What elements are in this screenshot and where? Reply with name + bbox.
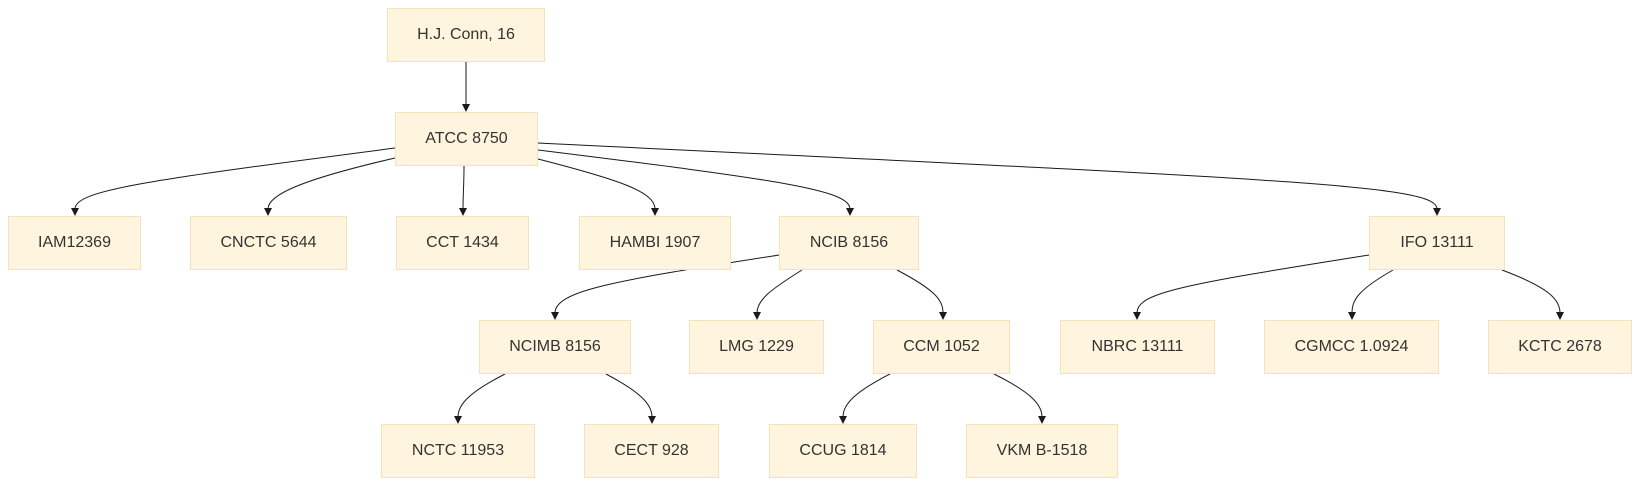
edge-ncib-ccm — [896, 269, 944, 314]
edge-atcc-cct — [462, 165, 465, 210]
edge-atcc-hambi — [537, 158, 656, 210]
edge-atcc-iam — [74, 147, 396, 210]
arrow-atcc-ifo — [1433, 208, 1441, 216]
edge-ccm-vkm — [993, 373, 1043, 418]
node-lmg-1229: LMG 1229 — [689, 320, 824, 374]
node-ncib-8156: NCIB 8156 — [779, 216, 919, 270]
arrow-ncib-lmg — [753, 312, 761, 320]
arrow-ccm-ccug — [839, 416, 847, 424]
edge-ncimb-cect — [605, 373, 653, 418]
node-cect-928: CECT 928 — [584, 424, 719, 478]
arrow-root-atcc — [462, 104, 470, 112]
edge-ccm-ccug — [842, 373, 891, 418]
edge-ifo-kctc — [1501, 269, 1561, 314]
arrow-ifo-nbrc — [1133, 312, 1141, 320]
arrow-ncib-ncimb — [551, 312, 559, 320]
edge-ncib-lmg — [756, 269, 803, 314]
node-ifo-13111: IFO 13111 — [1369, 216, 1505, 270]
arrow-ncimb-cect — [648, 416, 656, 424]
node-nbrc-13111: NBRC 13111 — [1060, 320, 1215, 374]
arrow-atcc-iam — [71, 208, 79, 216]
arrow-atcc-ncib — [846, 208, 854, 216]
node-hj-conn-16: H.J. Conn, 16 — [387, 8, 545, 62]
node-ncimb-8156: NCIMB 8156 — [479, 320, 631, 374]
node-ccm-1052: CCM 1052 — [873, 320, 1010, 374]
edge-ncimb-nctc — [457, 373, 506, 418]
arrow-atcc-cnctc — [264, 208, 272, 216]
edge-atcc-cnctc — [267, 157, 396, 210]
arrow-atcc-hambi — [651, 208, 659, 216]
node-atcc-8750: ATCC 8750 — [395, 112, 538, 166]
edges — [71, 62, 1564, 424]
node-vkm-b-1518: VKM B-1518 — [966, 424, 1118, 478]
arrow-ncimb-nctc — [454, 416, 462, 424]
arrow-atcc-cct — [459, 208, 467, 216]
arrow-ifo-kctc — [1556, 312, 1564, 320]
edge-atcc-ncib — [537, 149, 851, 210]
node-iam12369: IAM12369 — [8, 216, 141, 270]
node-nctc-11953: NCTC 11953 — [381, 424, 535, 478]
node-cct-1434: CCT 1434 — [396, 216, 529, 270]
edge-ifo-cgmcc — [1351, 269, 1394, 314]
node-cnctc-5644: CNCTC 5644 — [190, 216, 347, 270]
node-cgmcc-1-0924: CGMCC 1.0924 — [1264, 320, 1439, 374]
node-kctc-2678: KCTC 2678 — [1488, 320, 1632, 374]
node-ccug-1814: CCUG 1814 — [769, 424, 917, 478]
edge-atcc-ifo — [537, 142, 1438, 210]
arrow-ccm-vkm — [1038, 416, 1046, 424]
edge-ifo-nbrc — [1136, 254, 1370, 314]
arrow-ncib-ccm — [939, 312, 947, 320]
arrow-ifo-cgmcc — [1348, 312, 1356, 320]
node-hambi-1907: HAMBI 1907 — [579, 216, 731, 270]
